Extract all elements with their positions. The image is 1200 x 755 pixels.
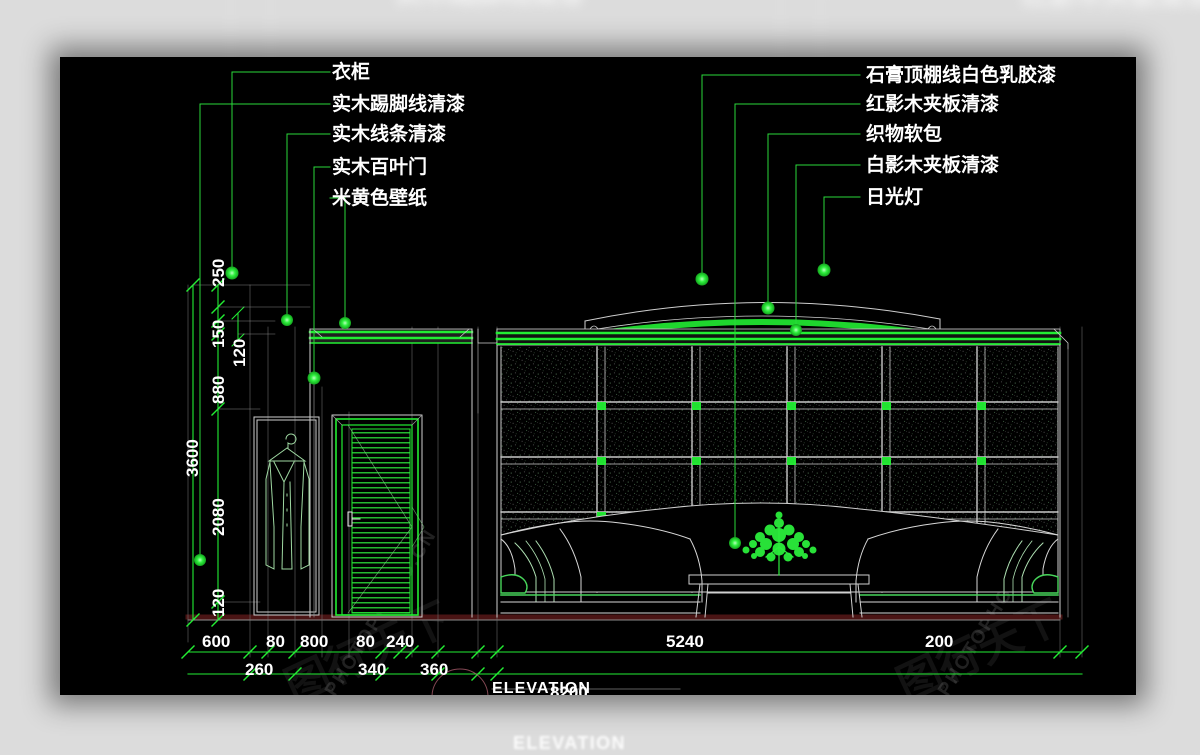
- backdrop-leader-1: [230, 0, 410, 98]
- vdim-250: 250: [209, 258, 228, 287]
- annotation-label-skirting-lacquer: 实木踢脚线清漆: [332, 93, 466, 115]
- hdim-260: 260: [245, 660, 274, 679]
- backdrop-label-skirting: 实木踢脚线清漆: [395, 0, 584, 11]
- annotation-label-white-veneer: 白影木夹板清漆: [866, 154, 1000, 176]
- vdim-150: 150: [209, 319, 228, 348]
- vdim-120b: 120: [209, 588, 228, 617]
- vdim-880: 880: [209, 375, 228, 404]
- elevation-vector: [181, 71, 1089, 695]
- annotation-label-gypsum-cornice: 石膏顶棚线白色乳胶漆: [866, 64, 1057, 86]
- hdim-80a: 80: [266, 632, 285, 651]
- backdrop-label-redwood: 红影木夹板清漆: [1022, 0, 1200, 13]
- vdim-120a: 120: [230, 338, 249, 367]
- annotation-label-wardrobe: 衣柜: [332, 61, 371, 83]
- elevation-title: ELEVATION: [492, 680, 592, 695]
- hdim-360: 360: [420, 660, 449, 679]
- annotation-label-red-veneer: 红影木夹板清漆: [866, 93, 1000, 115]
- annotation-label-beige-wallpaper: 米黄色壁纸: [332, 187, 428, 209]
- elevation-title-ghost: ELEVATION: [513, 733, 626, 753]
- hdim-600: 600: [202, 632, 231, 651]
- vdim-2080: 2080: [209, 498, 228, 536]
- cad-canvas[interactable]: PHOTOPHOTO.CN 图行天下 PHOTOPHOTO.CN 图行天下: [60, 57, 1136, 695]
- hdim-200: 200: [925, 632, 954, 651]
- hdim-240: 240: [386, 632, 415, 651]
- hdim-340: 340: [358, 660, 387, 679]
- hdim-8200-overall: 8200: [550, 683, 588, 695]
- annotation-label-louver-door: 实木百叶门: [332, 156, 428, 178]
- hdim-5240: 5240: [666, 632, 704, 651]
- annotation-label-fluorescent-lamp: 日光灯: [866, 186, 924, 208]
- annotation-label-wood-molding: 实木线条清漆: [332, 123, 447, 145]
- hdim-800: 800: [300, 632, 329, 651]
- vdim-3600-overall: 3600: [183, 439, 202, 477]
- annotation-label-fabric-softpack: 织物软包: [866, 123, 943, 145]
- hdim-80b: 80: [356, 632, 375, 651]
